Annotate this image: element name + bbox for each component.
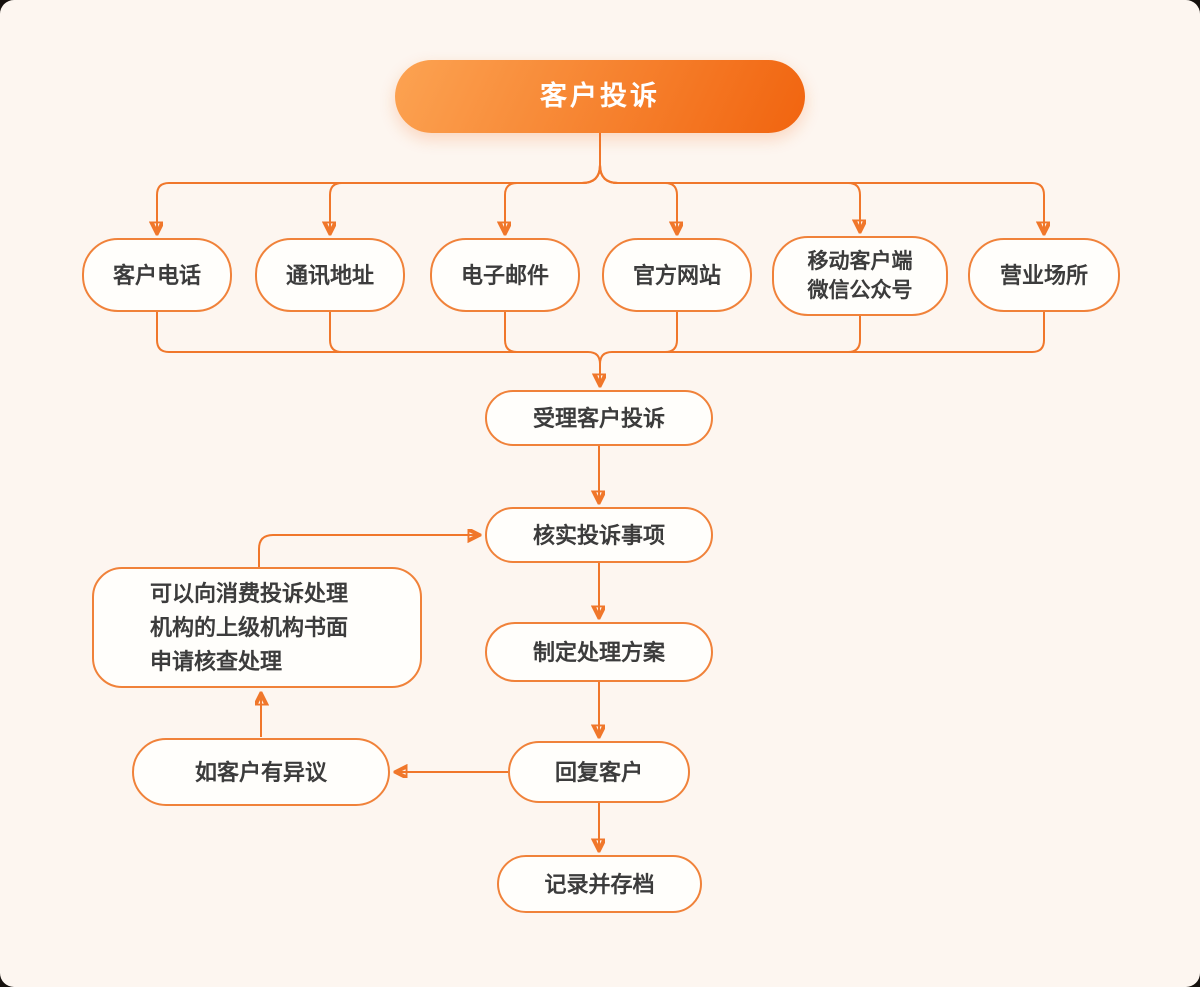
node-label: 通讯地址: [285, 262, 374, 288]
node-label: 客户投诉: [540, 81, 660, 111]
connector-mail-address-to-accept: [329, 312, 588, 353]
node-label: 官方网站: [632, 262, 721, 288]
node-channel-mail-address: 通讯地址: [255, 238, 405, 312]
node-label: 回复客户: [554, 759, 643, 785]
node-label: 记录并存档: [544, 871, 655, 897]
node-customer-complaint: 客户投诉: [395, 60, 805, 133]
node-customer-objection: 如客户有异议: [132, 738, 390, 806]
connector-email-to-accept: [504, 312, 588, 353]
node-channel-business-premises: 营业场所: [968, 238, 1120, 312]
connector-phone-to-accept: [156, 312, 600, 385]
connector-website-to-accept: [599, 312, 678, 385]
connector-root-to-email: [505, 133, 601, 233]
connector-business-premises-to-accept: [612, 312, 1045, 353]
node-label: 营业场所: [999, 262, 1088, 288]
node-channel-phone: 客户电话: [82, 238, 232, 312]
connector-escalation-to-verify: [258, 535, 479, 567]
node-escalation-note: 可以向消费投诉处理 机构的上级机构书面 申请核查处理: [92, 567, 422, 688]
node-label: 受理客户投诉: [532, 405, 665, 431]
node-label: 核实投诉事项: [532, 522, 665, 548]
node-channel-website: 官方网站: [602, 238, 752, 312]
node-accept-complaint: 受理客户投诉: [485, 390, 713, 446]
connector-root-to-business-premises: [599, 133, 1044, 233]
node-channel-email: 电子邮件: [430, 238, 580, 312]
node-record-archive: 记录并存档: [497, 855, 702, 913]
node-label: 如客户有异议: [194, 759, 327, 785]
node-label: 电子邮件: [460, 262, 549, 288]
node-label: 客户电话: [112, 262, 201, 288]
node-reply-customer: 回复客户: [508, 741, 690, 803]
node-channel-mobile-wechat: 移动客户端 微信公众号: [772, 236, 948, 316]
node-label: 可以向消费投诉处理 机构的上级机构书面 申请核查处理: [150, 580, 349, 674]
connector-mobile-wechat-to-accept: [612, 314, 861, 353]
node-verify-complaint: 核实投诉事项: [485, 507, 713, 563]
node-make-plan: 制定处理方案: [485, 622, 713, 682]
node-label: 移动客户端 微信公众号: [807, 250, 913, 302]
node-label: 制定处理方案: [532, 639, 665, 665]
